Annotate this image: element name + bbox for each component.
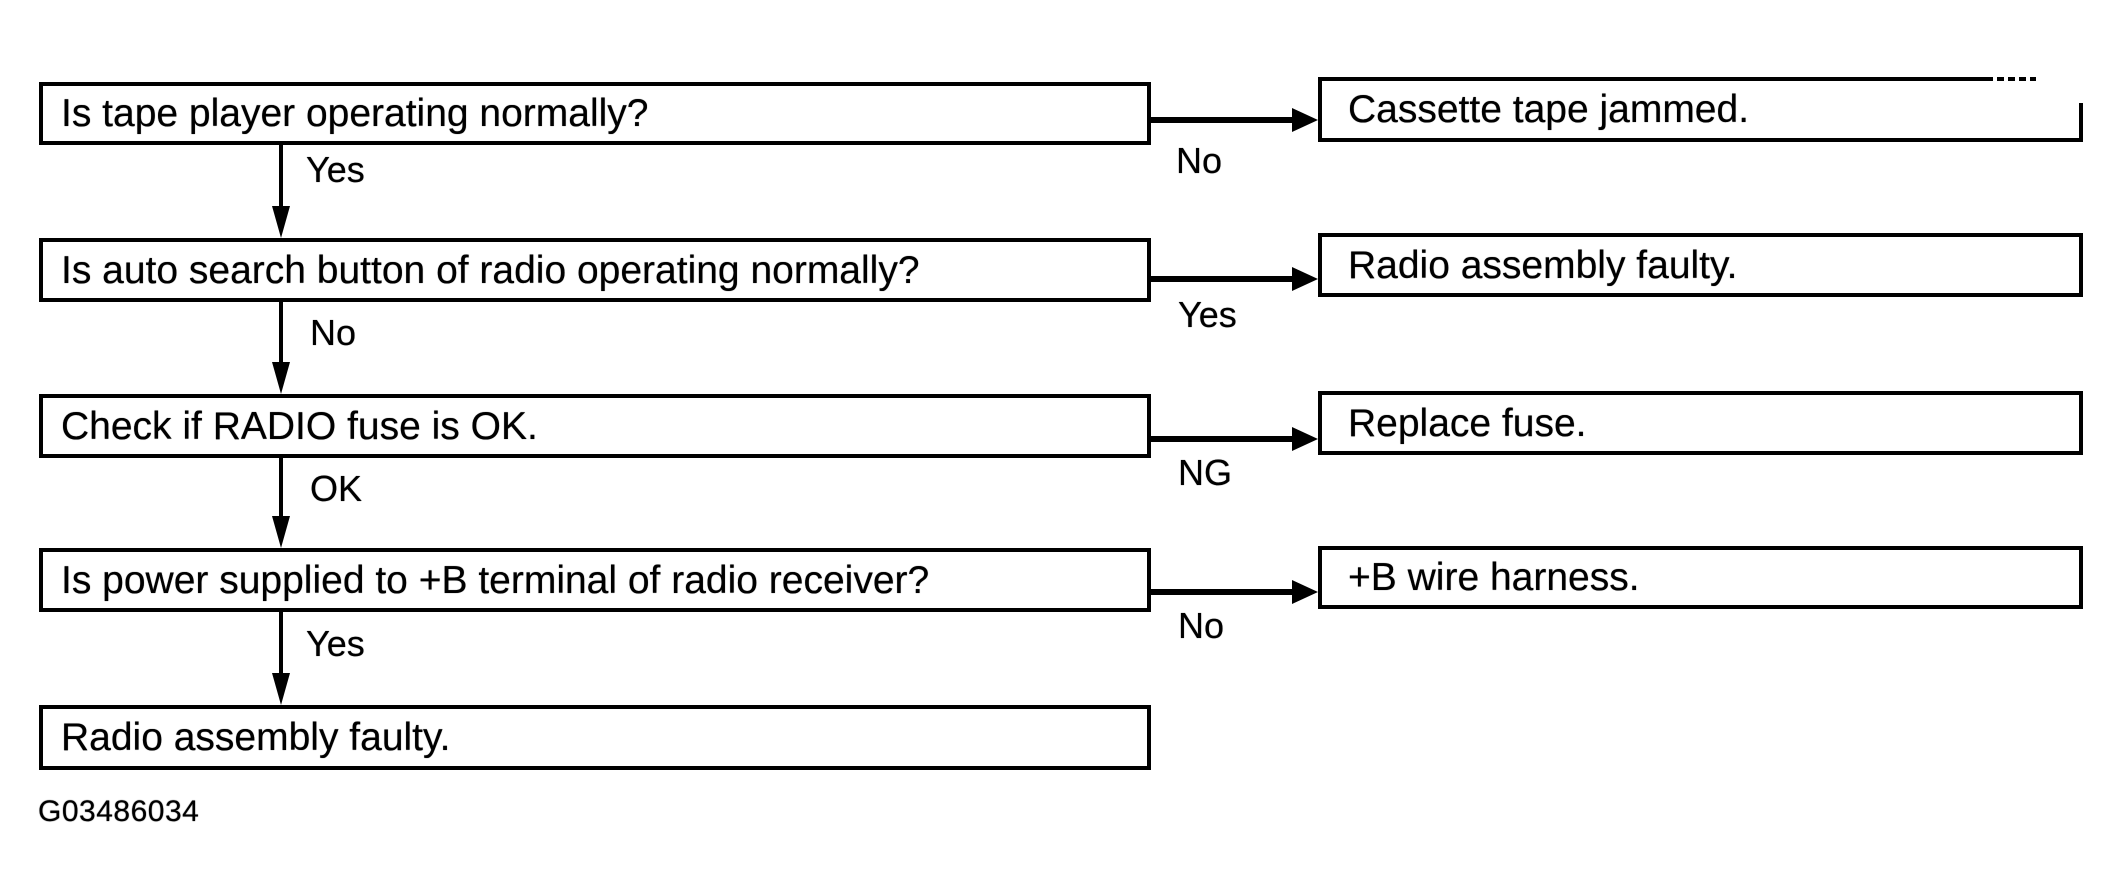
down-arrow-head-icon bbox=[272, 516, 290, 548]
outcome-box-cassette-jammed: Cassette tape jammed. bbox=[1318, 77, 2083, 142]
right-arrow-line bbox=[1151, 436, 1294, 442]
down-arrow-line bbox=[279, 145, 283, 208]
branch-label-yes: Yes bbox=[1178, 294, 1237, 335]
down-arrow-head-icon bbox=[272, 362, 290, 394]
branch-label-yes: Yes bbox=[306, 623, 365, 664]
right-arrow-head-icon bbox=[1292, 108, 1318, 132]
question-box-power-supply: Is power supplied to +B terminal of radi… bbox=[39, 548, 1151, 612]
scan-fade-artifact bbox=[2036, 77, 2083, 81]
down-arrow-line bbox=[279, 612, 283, 675]
down-arrow-line bbox=[279, 302, 283, 364]
branch-label-ng: NG bbox=[1178, 452, 1232, 493]
scan-fade-artifact bbox=[2079, 77, 2083, 103]
down-arrow-head-icon bbox=[272, 206, 290, 238]
down-arrow-head-icon bbox=[272, 673, 290, 705]
final-box-radio-assembly-faulty: Radio assembly faulty. bbox=[39, 705, 1151, 770]
right-arrow-head-icon bbox=[1292, 580, 1318, 604]
outcome-box-radio-assembly-faulty: Radio assembly faulty. bbox=[1318, 233, 2083, 297]
outcome-text: Radio assembly faulty. bbox=[1348, 243, 1738, 287]
outcome-text: +B wire harness. bbox=[1348, 556, 1640, 599]
question-text: Check if RADIO fuse is OK. bbox=[61, 404, 538, 448]
outcome-box-replace-fuse: Replace fuse. bbox=[1318, 391, 2083, 455]
right-arrow-head-icon bbox=[1292, 267, 1318, 291]
question-box-tape-player: Is tape player operating normally? bbox=[39, 82, 1151, 145]
right-arrow-line bbox=[1151, 276, 1294, 282]
right-arrow-head-icon bbox=[1292, 427, 1318, 451]
branch-label-yes: Yes bbox=[306, 149, 365, 190]
branch-label-no: No bbox=[310, 312, 357, 353]
right-arrow-line bbox=[1151, 589, 1294, 595]
branch-label-no: No bbox=[1176, 140, 1223, 181]
branch-label-no: No bbox=[1178, 605, 1225, 646]
scan-fade-artifact bbox=[1986, 77, 2038, 81]
outcome-text: Cassette tape jammed. bbox=[1348, 88, 1750, 131]
right-arrow-line bbox=[1151, 117, 1294, 123]
question-text: Is tape player operating normally? bbox=[61, 92, 649, 135]
outcome-text: Replace fuse. bbox=[1348, 401, 1587, 445]
question-text: Is auto search button of radio operating… bbox=[61, 248, 920, 292]
question-text: Is power supplied to +B terminal of radi… bbox=[61, 558, 930, 602]
branch-label-ok: OK bbox=[310, 468, 363, 509]
question-box-radio-fuse: Check if RADIO fuse is OK. bbox=[39, 394, 1151, 458]
final-text: Radio assembly faulty. bbox=[61, 716, 451, 759]
question-box-auto-search: Is auto search button of radio operating… bbox=[39, 238, 1151, 302]
figure-id: G03486034 bbox=[38, 795, 200, 828]
down-arrow-line bbox=[279, 458, 283, 518]
outcome-box-wire-harness: +B wire harness. bbox=[1318, 546, 2083, 609]
